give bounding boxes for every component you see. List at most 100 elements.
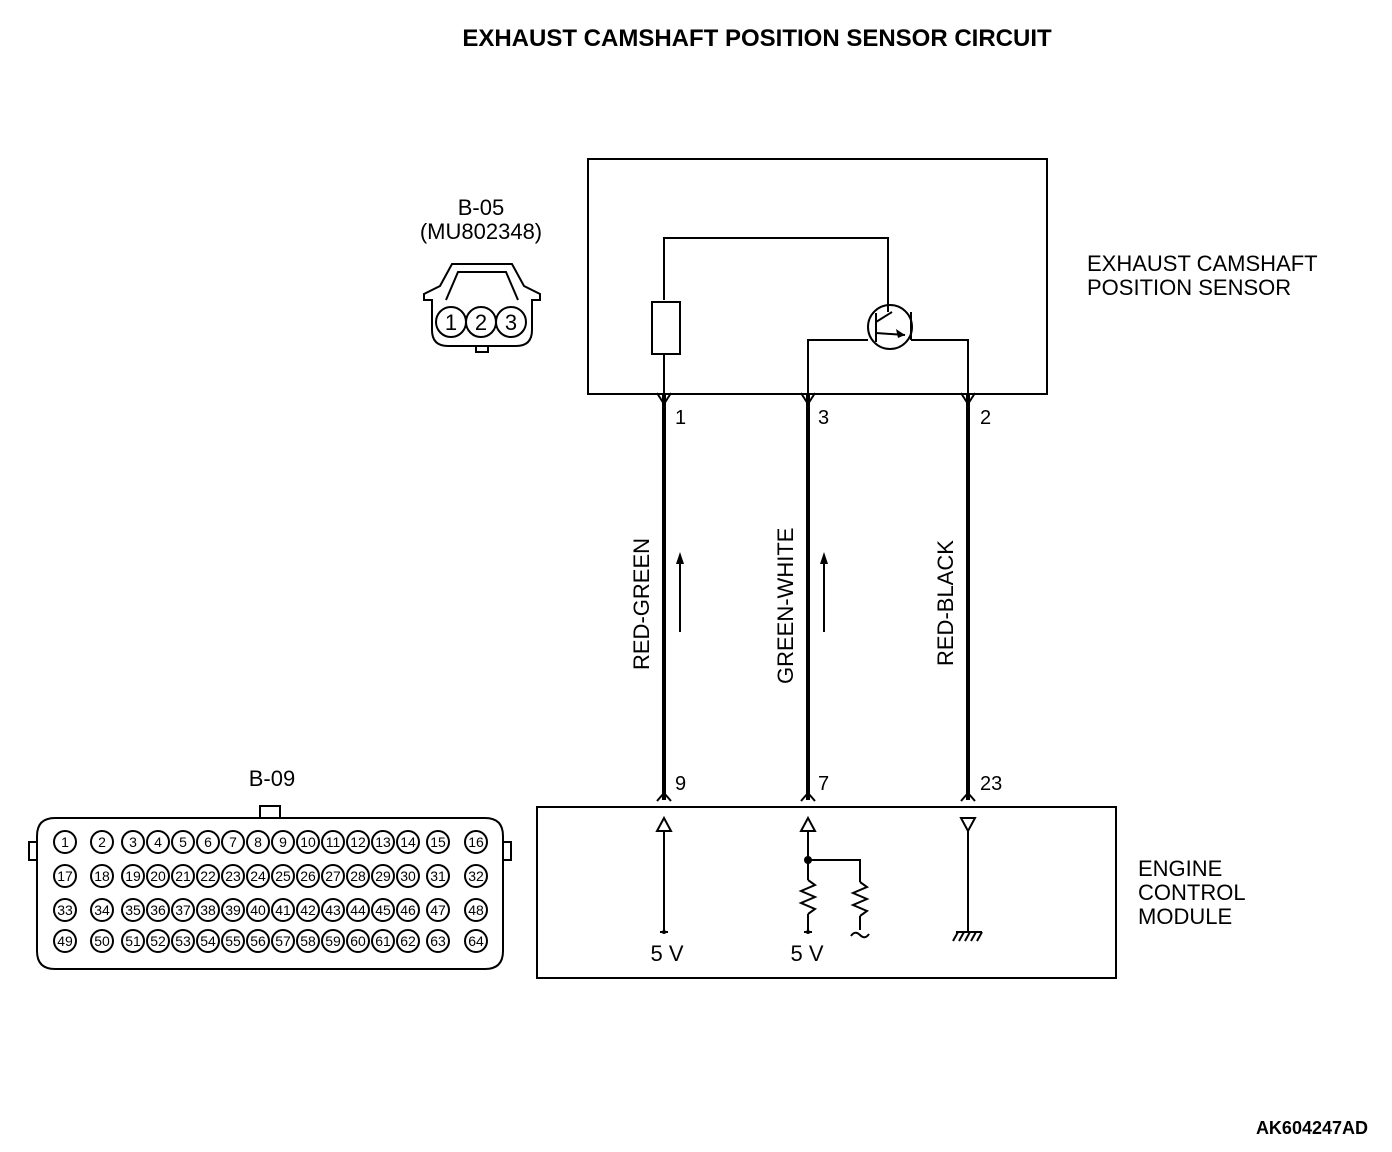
b09-pin-circle	[246, 898, 270, 922]
ecm-supply-5v-mid: 5 V	[790, 941, 823, 966]
ecm-output-arrow	[959, 817, 977, 834]
connector-b05-part: (MU802348)	[420, 219, 542, 244]
b09-pin-18: 18	[94, 868, 110, 884]
b09-pin-14: 14	[400, 834, 416, 850]
b09-pin-39: 39	[225, 902, 241, 918]
b09-pin-44: 44	[350, 902, 366, 918]
sensor-pin-1: 1	[675, 407, 686, 429]
b09-pin-34: 34	[94, 902, 110, 918]
b09-pin-17: 17	[57, 868, 73, 884]
b09-pin-circle	[90, 898, 114, 922]
b09-pin-8: 8	[254, 834, 262, 850]
b09-pin-circle	[196, 864, 220, 888]
b09-pin-circle	[146, 830, 170, 854]
b09-pin-7: 7	[229, 834, 237, 850]
b09-pin-12: 12	[350, 834, 366, 850]
b09-pin-circle	[171, 830, 195, 854]
b09-pin-56: 56	[250, 933, 266, 949]
b09-pin-circle	[271, 864, 295, 888]
connector-b05-id: B-05	[458, 195, 504, 220]
b09-pin-9: 9	[279, 834, 287, 850]
sensor-name-line1: EXHAUST CAMSHAFT	[1087, 251, 1318, 276]
b09-pin-circle	[464, 898, 488, 922]
b09-pin-53: 53	[175, 933, 191, 949]
b09-pin-circle	[53, 929, 77, 953]
b09-pin-circle	[296, 864, 320, 888]
b09-pin-2: 2	[98, 834, 106, 850]
pullup-resistor	[798, 879, 818, 915]
wire-color-red-green: RED-GREEN	[629, 538, 654, 670]
b09-pin-20: 20	[150, 868, 166, 884]
b09-pin-circle	[196, 929, 220, 953]
b09-pin-63: 63	[430, 933, 446, 949]
b09-pin-62: 62	[400, 933, 416, 949]
b09-pin-circle	[426, 864, 450, 888]
b09-pin-27: 27	[325, 868, 341, 884]
b09-pin-circle	[196, 830, 220, 854]
b09-pin-circle	[53, 864, 77, 888]
b09-pin-circle	[271, 898, 295, 922]
b09-pin-24: 24	[250, 868, 266, 884]
sensor-resistor	[651, 301, 681, 355]
b09-pin-circle	[464, 929, 488, 953]
b09-pin-circle	[371, 830, 395, 854]
b09-pin-1: 1	[61, 834, 69, 850]
b09-pin-21: 21	[175, 868, 191, 884]
b09-pin-49: 49	[57, 933, 73, 949]
b09-pin-circle	[346, 864, 370, 888]
b09-pin-circle	[321, 898, 345, 922]
connector-b05: B-05 (MU802348) 1 2 3	[420, 195, 542, 353]
b09-pin-circle	[246, 830, 270, 854]
signal-processing-icon	[850, 931, 870, 939]
ecm-outline	[536, 806, 1117, 979]
b09-pin-61: 61	[375, 933, 391, 949]
b09-pin-circle	[371, 864, 395, 888]
sensor-terminal-arrow	[656, 392, 672, 406]
b09-pin-circle	[321, 929, 345, 953]
b09-pin-circle	[221, 864, 245, 888]
ground-icon	[952, 931, 983, 942]
b09-pin-43: 43	[325, 902, 341, 918]
b09-pin-50: 50	[94, 933, 110, 949]
sensor-box	[587, 158, 1048, 395]
b09-pin-circle	[121, 864, 145, 888]
diagram-title: EXHAUST CAMSHAFT POSITION SENSOR CIRCUIT	[462, 25, 1052, 52]
b09-pin-circle	[396, 864, 420, 888]
b09-pin-59: 59	[325, 933, 341, 949]
b09-pin-circle	[121, 929, 145, 953]
ecm-box: 5 V 5 V	[536, 806, 1117, 979]
b09-pin-28: 28	[350, 868, 366, 884]
b09-pin-42: 42	[300, 902, 316, 918]
sensor-top-loop	[663, 237, 889, 312]
wire-color-green-white: GREEN-WHITE	[773, 528, 798, 684]
b09-pin-35: 35	[125, 902, 141, 918]
b09-pin-circle	[53, 898, 77, 922]
b09-pin-circle	[246, 929, 270, 953]
b09-pin-circle	[296, 830, 320, 854]
b09-pin-13: 13	[375, 834, 391, 850]
signal-resistor	[850, 881, 870, 917]
b09-pin-29: 29	[375, 868, 391, 884]
b09-pin-circle	[90, 864, 114, 888]
b09-pin-circle	[221, 898, 245, 922]
b09-pin-6: 6	[204, 834, 212, 850]
wire-red-black: 2 23 RED-BLACK	[933, 392, 1002, 802]
b05-pin-2: 2	[475, 310, 487, 335]
sensor-terminal-arrow	[800, 392, 816, 406]
b09-pin-31: 31	[430, 868, 446, 884]
b09-pin-26: 26	[300, 868, 316, 884]
b09-pin-circle	[371, 929, 395, 953]
b09-pin-circle	[53, 830, 77, 854]
b09-pin-circle	[90, 929, 114, 953]
wire-green-white: 3 7 GREEN-WHITE	[773, 392, 829, 802]
b09-pin-23: 23	[225, 868, 241, 884]
b09-pin-circle	[221, 929, 245, 953]
b09-pin-22: 22	[200, 868, 216, 884]
b09-pin-55: 55	[225, 933, 241, 949]
b09-pin-36: 36	[150, 902, 166, 918]
b09-pin-15: 15	[430, 834, 446, 850]
b09-pin-38: 38	[200, 902, 216, 918]
b09-pin-circle	[146, 864, 170, 888]
b09-pin-54: 54	[200, 933, 216, 949]
ecm-terminal-arrow	[800, 791, 816, 802]
